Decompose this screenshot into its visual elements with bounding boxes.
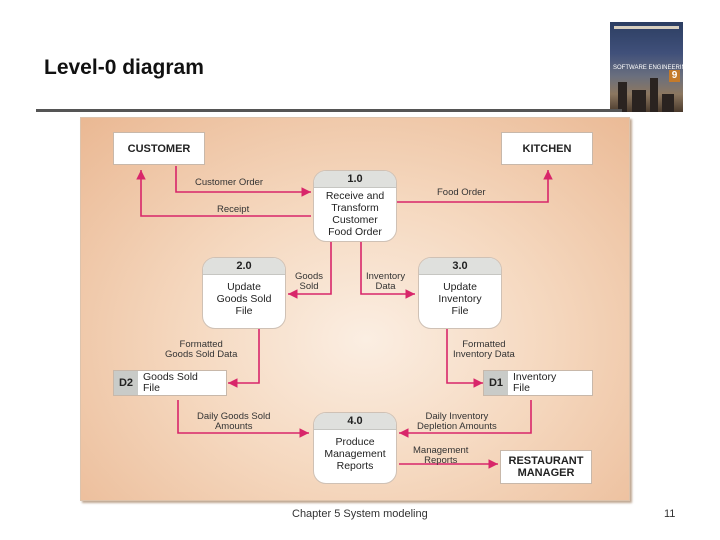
flow-label-line: Formatted <box>462 339 506 350</box>
arrow-goods-sold <box>288 239 332 299</box>
store-name: File <box>513 382 530 394</box>
arrow-formatted-goods <box>228 328 260 388</box>
flow-arrows <box>136 166 553 469</box>
flow-label-food-order: Food Order <box>437 187 486 198</box>
cover-building <box>650 78 658 112</box>
process-text: Receive and <box>325 190 385 202</box>
process-text: Inventory <box>438 293 482 305</box>
page-title: Level-0 diagram <box>44 56 204 79</box>
flow-label-line: Inventory Data <box>453 349 515 360</box>
flow-label-line: Amounts <box>214 421 253 432</box>
flow-label-customer-order: Customer Order <box>195 177 264 188</box>
flow-label-line: Sold <box>299 281 319 292</box>
arrow-inventory-data <box>360 239 415 299</box>
cover-building <box>618 82 627 112</box>
data-store-d1: D1 Inventory File <box>483 370 593 396</box>
cover-stripe <box>614 26 679 29</box>
flow-label-line: Daily Goods Sold <box>197 411 271 422</box>
process-1-0: 1.0 Receive and Transform Customer Food … <box>313 170 397 242</box>
arrow-food-order <box>397 170 553 203</box>
entity-customer: CUSTOMER <box>113 132 205 165</box>
process-text: Goods Sold <box>216 293 272 305</box>
process-text: Food Order <box>328 226 382 238</box>
process-2-0: 2.0 Update Goods Sold File <box>202 257 286 329</box>
process-text: Update <box>443 281 477 293</box>
page-number: 11 <box>664 508 676 520</box>
arrow-formatted-inventory <box>446 328 483 388</box>
process-text: Transform <box>331 202 379 214</box>
flow-label-line: Management <box>413 445 469 456</box>
flow-label-line: Goods Sold Data <box>165 349 238 360</box>
process-text: Customer <box>332 214 378 226</box>
arrow-daily-goods <box>177 400 309 438</box>
cover-building <box>632 90 646 112</box>
store-name: Goods Sold <box>143 371 198 383</box>
cover-building <box>662 94 674 112</box>
process-text: Management <box>324 448 386 460</box>
flow-label-formatted-goods: Formatted Goods Sold Data <box>165 340 237 360</box>
flow-label-line: Formatted <box>179 339 223 350</box>
store-name: File <box>143 382 160 394</box>
entity-restaurant-manager: RESTAURANT MANAGER <box>500 450 592 484</box>
process-3-0: 3.0 Update Inventory File <box>418 257 502 329</box>
flow-label-line: Inventory <box>366 271 406 282</box>
book-cover-image: SOFTWARE ENGINEERING 9 <box>610 22 683 112</box>
process-text: Update <box>227 281 261 293</box>
flow-label-line: Goods <box>295 271 323 282</box>
flow-label-daily-inventory: Daily Inventory Depletion Amounts <box>417 412 497 432</box>
flow-label-management-reports: Management Reports <box>413 446 468 466</box>
flow-label-inventory-data: Inventory Data <box>366 272 405 292</box>
process-text: Produce <box>335 436 375 448</box>
manager-line2: MANAGER <box>517 467 575 479</box>
flow-label-receipt: Receipt <box>217 204 250 215</box>
process-id: 3.0 <box>419 258 501 275</box>
data-store-d2: D2 Goods Sold File <box>113 370 227 396</box>
store-id: D1 <box>484 371 508 395</box>
cover-title: SOFTWARE ENGINEERING <box>613 65 683 71</box>
flow-label-line: Reports <box>424 455 458 466</box>
store-id: D2 <box>114 371 138 395</box>
flow-label-line: Depletion Amounts <box>417 421 497 432</box>
arrow-daily-inventory <box>399 400 532 438</box>
flow-label-goods-sold: Goods Sold <box>295 272 323 292</box>
footer-text: Chapter 5 System modeling <box>292 508 428 520</box>
flow-label-line: Data <box>375 281 396 292</box>
diagram-panel: CUSTOMER KITCHEN RESTAURANT MANAGER 1.0 … <box>80 117 630 501</box>
process-id: 1.0 <box>314 171 396 188</box>
process-text: File <box>235 305 253 317</box>
arrow-receipt <box>136 170 311 217</box>
manager-line1: RESTAURANT <box>508 455 584 467</box>
title-divider <box>36 109 622 112</box>
process-id: 4.0 <box>314 413 396 430</box>
flow-label-line: Daily Inventory <box>425 411 489 422</box>
arrow-customer-order <box>175 166 311 197</box>
process-text: Reports <box>336 460 374 472</box>
flow-label-daily-goods: Daily Goods Sold Amounts <box>197 412 270 432</box>
entity-kitchen: KITCHEN <box>501 132 593 165</box>
process-id: 2.0 <box>203 258 285 275</box>
cover-edition: 9 <box>669 70 680 82</box>
process-4-0: 4.0 Produce Management Reports <box>313 412 397 484</box>
store-name: Inventory <box>513 371 557 383</box>
flow-label-formatted-inventory: Formatted Inventory Data <box>453 340 515 360</box>
process-text: File <box>451 305 469 317</box>
